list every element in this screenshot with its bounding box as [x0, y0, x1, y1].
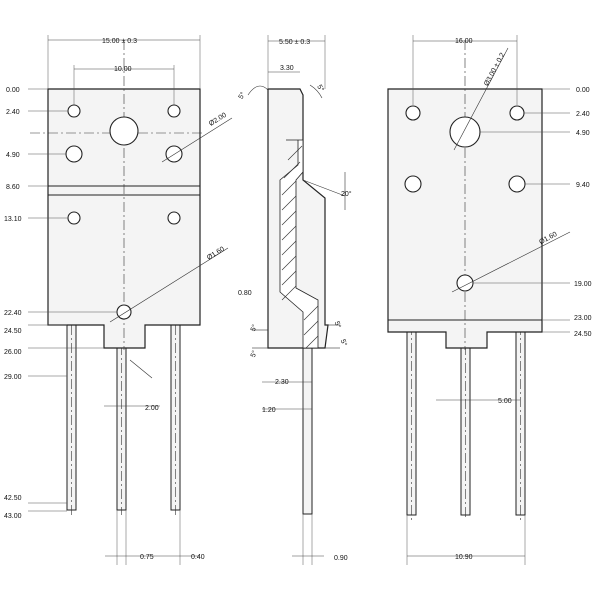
front-dim-1: 2.40 [6, 109, 20, 116]
front-hole-mr [165, 145, 183, 163]
front-hole-tr [167, 104, 181, 118]
front-dim-8: 29.00 [4, 374, 22, 381]
back-hole-ml [404, 175, 422, 193]
side-angle-label-6: 5° [339, 338, 349, 347]
front-pitch-label: 2.00 [145, 405, 159, 412]
side-lead-thick-label: 1.20 [262, 407, 276, 414]
front-view: 15.00 ± 0.3 10.00 Ø2.00 Ø1.60 0.00 2.40 … [4, 35, 233, 565]
front-hole-span-label: 10.00 [114, 66, 132, 73]
front-hole-main [109, 116, 139, 146]
front-dim-4: 13.10 [4, 216, 22, 223]
back-hole-tr [509, 105, 525, 121]
front-pin-label-a: 0.75 [140, 554, 154, 561]
back-hole-pin [456, 274, 474, 292]
front-hole-ml [65, 145, 83, 163]
front-left-dims: 0.00 2.40 4.90 8.60 13.10 22.40 24.50 26… [4, 87, 117, 520]
side-angle-label-4: 5° [249, 349, 259, 358]
side-depth-label: 0.80 [238, 290, 252, 297]
front-dim-7: 26.00 [4, 349, 22, 356]
side-angle-label-3: 5° [249, 323, 259, 332]
front-dim-5: 22.40 [4, 310, 22, 317]
side-lead-bottom-label: 0.90 [334, 555, 348, 562]
back-bottom-label: 10.90 [455, 554, 473, 561]
side-angle20-label: 20° [341, 190, 352, 198]
front-dim-10: 43.00 [4, 513, 22, 520]
back-dim-0: 0.00 [576, 87, 590, 94]
front-pin-label-b: 0.40 [191, 554, 205, 561]
front-hole-dia-label: Ø2.00 [208, 112, 228, 128]
front-hole-br [167, 211, 181, 225]
back-dim-2: 4.90 [576, 130, 590, 137]
front-dim-3: 8.60 [6, 184, 20, 191]
back-hole-main [449, 116, 481, 148]
back-dim-4: 19.00 [574, 281, 592, 288]
back-dim-3: 9.40 [576, 182, 590, 189]
side-body [267, 88, 329, 349]
back-right-dims: 0.00 2.40 4.90 9.40 19.00 23.00 24.50 [473, 87, 592, 338]
front-hole-bl [67, 211, 81, 225]
side-angle-label-5: 5° [333, 320, 343, 329]
back-pitch-label: 5.00 [498, 398, 512, 405]
back-dim-1: 2.40 [576, 111, 590, 118]
side-thickness-label: 5.50 ± 0.3 [279, 39, 310, 46]
back-hole-mr [508, 175, 526, 193]
side-lead-off-label: 2.30 [275, 379, 289, 386]
side-tab-thick-label: 3.30 [280, 65, 294, 72]
back-view: 16.00 Ø3.00 ± 0.2 Ø1.60 0.00 2.40 4.90 9… [387, 35, 592, 565]
side-hatch [281, 145, 319, 349]
front-dim-9: 42.50 [4, 495, 22, 502]
front-dim-2: 4.90 [6, 152, 20, 159]
front-dim-6: 24.50 [4, 328, 22, 335]
front-hole-pin [116, 304, 132, 320]
front-hole-tl [67, 104, 81, 118]
front-tab-hole-dia-label: Ø1.60 [206, 246, 226, 262]
back-dim-6: 24.50 [574, 331, 592, 338]
side-angle-label-2: 5° [315, 83, 325, 93]
back-hole-dia-label: Ø3.00 ± 0.2 [483, 52, 506, 88]
side-lead [302, 347, 313, 515]
front-dim-0: 0.00 [6, 87, 20, 94]
back-width-label: 16.00 [455, 38, 473, 45]
side-view: 5.50 ± 0.3 3.30 5° 5° 20° 0.80 5° 5° 5° … [237, 35, 352, 565]
back-hole-tl [405, 105, 421, 121]
front-width-label: 15.00 ± 0.3 [102, 38, 137, 45]
back-dim-5: 23.00 [574, 315, 592, 322]
side-angle-label: 5° [237, 90, 247, 100]
